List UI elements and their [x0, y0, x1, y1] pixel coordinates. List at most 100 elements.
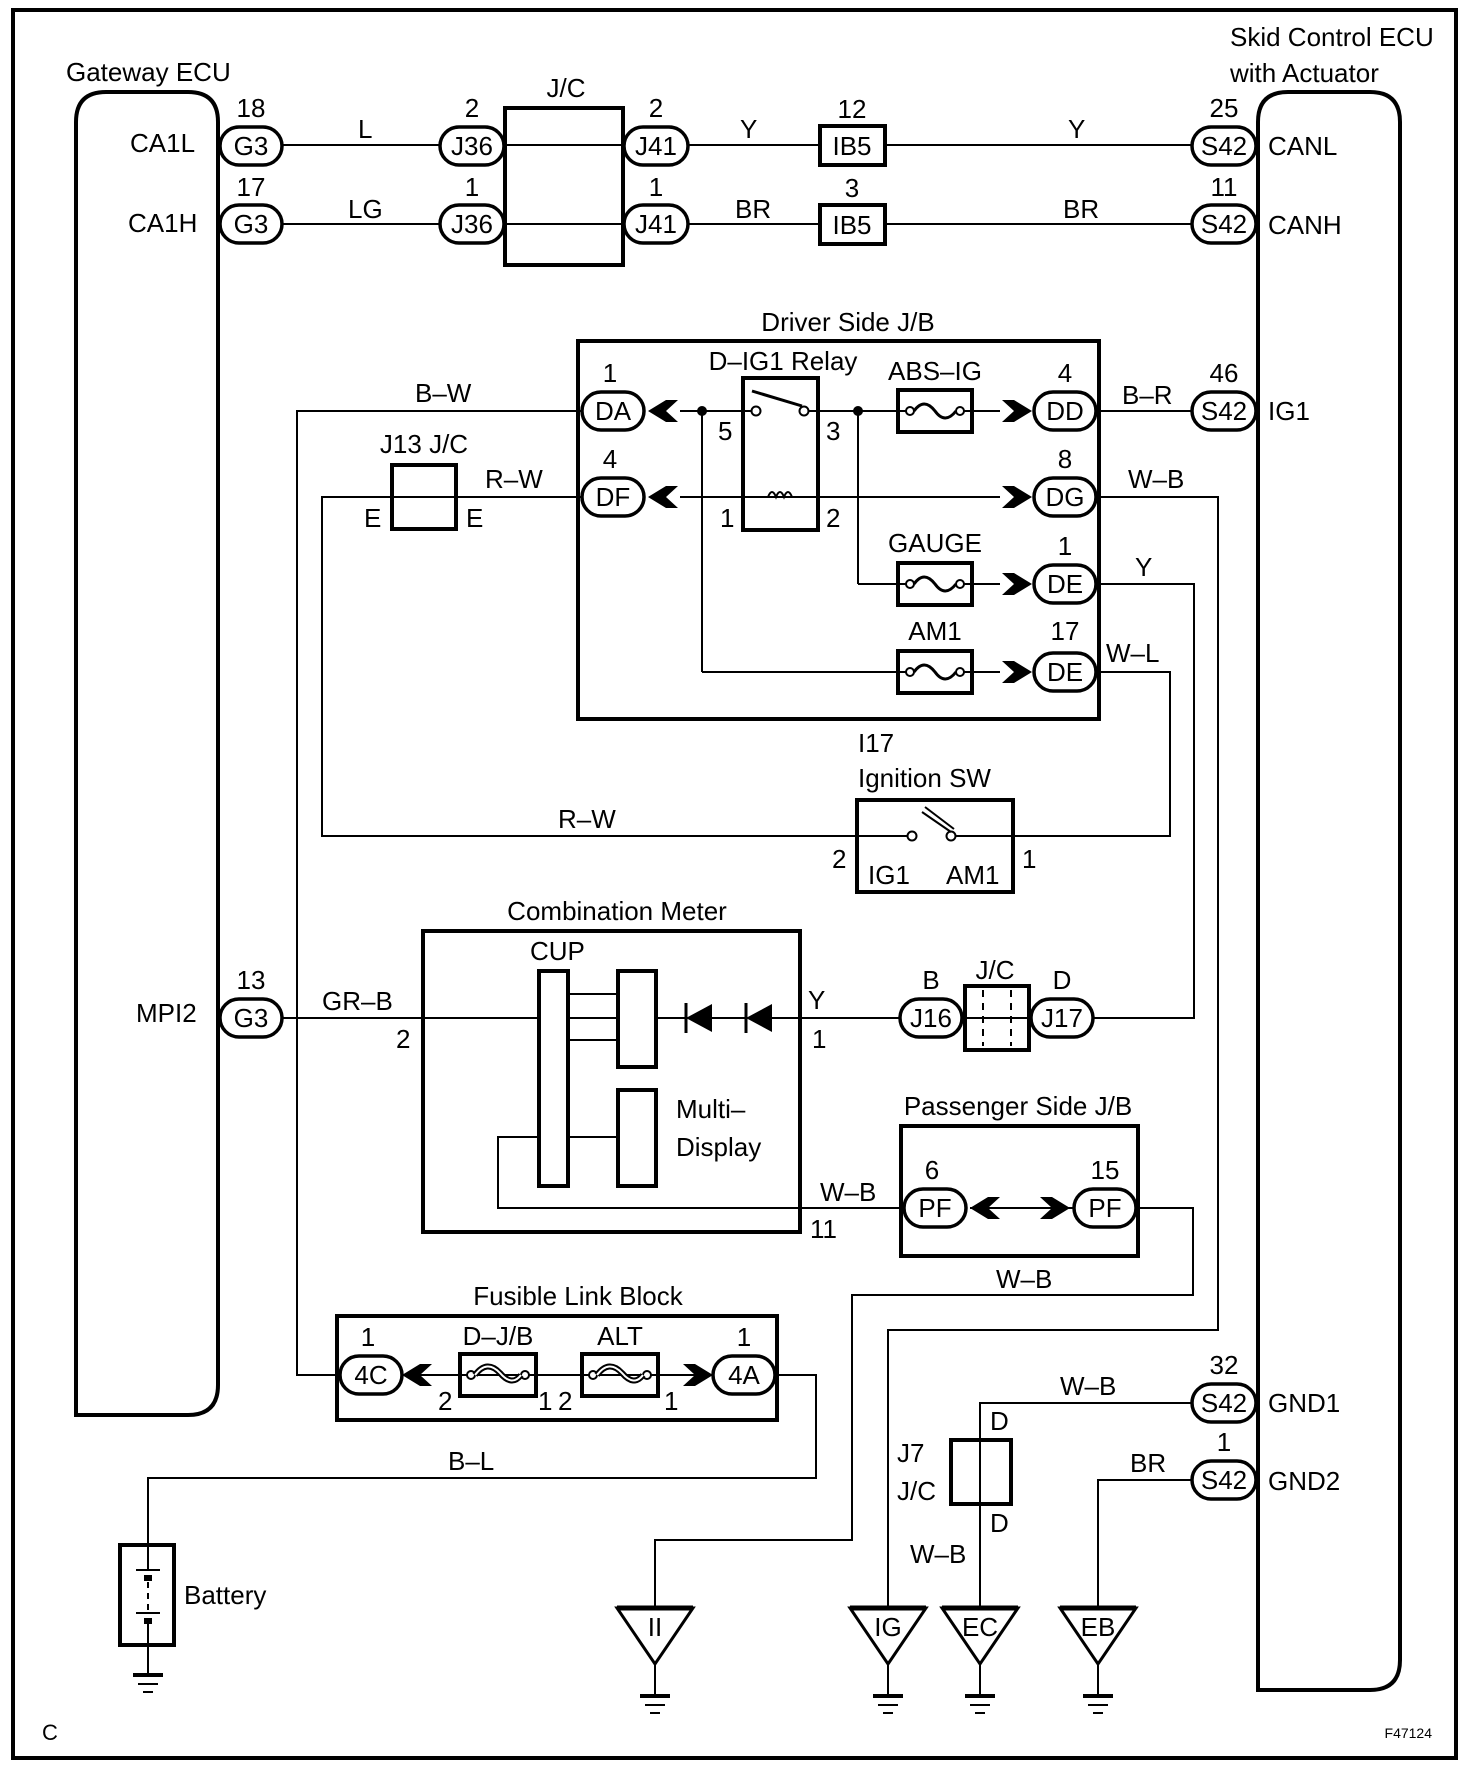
j13-label: J13 J/C	[380, 429, 468, 459]
connector-j16: J16 B	[898, 965, 964, 1039]
male-arrow-icon	[1002, 400, 1032, 422]
wire-w-l-path	[1013, 671, 1171, 837]
connector-j17: J17 D	[1029, 965, 1095, 1039]
battery-icon	[118, 1543, 176, 1675]
multi-display-block	[616, 1088, 658, 1188]
relay-pin-1: 1	[720, 503, 734, 533]
j13-pin-right: E	[466, 503, 483, 533]
fusible-link-box	[335, 1314, 779, 1422]
jc-mid-label: J/C	[976, 955, 1015, 985]
svg-text:S42: S42	[1201, 1388, 1247, 1418]
fusible-link-d-jb-icon	[458, 1352, 538, 1398]
j7-label-2: J/C	[897, 1476, 936, 1506]
ignition-switch-lever-icon	[921, 806, 955, 833]
multi-display-label-2: Display	[676, 1132, 761, 1162]
svg-text:3: 3	[845, 173, 859, 203]
svg-text:1: 1	[465, 172, 479, 202]
wire-w-b-j7: W–B	[910, 1539, 966, 1569]
wire-lg: LG	[348, 194, 383, 224]
svg-text:17: 17	[1051, 616, 1080, 646]
wire-w-b-dg-path	[887, 496, 1219, 1610]
connector-ib5-3: IB5 3	[818, 173, 887, 246]
passenger-jb-box	[899, 1124, 1140, 1258]
fuse-am1-label: AM1	[908, 616, 961, 646]
connector-de-1: DE 1	[1032, 531, 1098, 605]
wire-y-meter: Y	[808, 985, 825, 1015]
connector-ib5-12: IB5 12	[818, 94, 887, 167]
svg-text:J41: J41	[635, 209, 677, 239]
cup-block	[537, 969, 570, 1188]
relay-pin-5: 5	[718, 416, 732, 446]
wire-r-w-1: R–W	[485, 464, 543, 494]
svg-text:18: 18	[237, 93, 266, 123]
svg-text:S42: S42	[1201, 131, 1247, 161]
connector-s42-46: S42 46	[1190, 358, 1258, 432]
meter-pin-11: 11	[810, 1214, 837, 1244]
svg-text:17: 17	[237, 172, 266, 202]
ignition-am1: AM1	[946, 860, 999, 890]
ground-point-ec: EC	[939, 1605, 1021, 1714]
svg-text:IB5: IB5	[832, 131, 871, 161]
terminal-mpi2: MPI2	[136, 998, 197, 1028]
relay-pin-3: 3	[826, 416, 840, 446]
svg-text:2: 2	[465, 93, 479, 123]
relay-pin-2: 2	[826, 503, 840, 533]
svg-text:DF: DF	[596, 482, 631, 512]
fusible-link-title: Fusible Link Block	[473, 1281, 684, 1311]
wire-w-b-gnd1: W–B	[1060, 1371, 1116, 1401]
svg-text:B: B	[922, 965, 939, 995]
male-arrow-icon	[1002, 573, 1032, 595]
ignition-pin-1: 1	[1022, 844, 1036, 874]
battery-label: Battery	[184, 1580, 266, 1610]
wire-b-w: B–W	[415, 378, 472, 408]
diagram-frame	[11, 8, 1458, 1760]
wire-br-2: BR	[1063, 194, 1099, 224]
relay-label: D–IG1 Relay	[709, 346, 858, 376]
connector-4c-1: 4C 1	[338, 1322, 404, 1396]
fusible-link-alt-icon	[580, 1352, 660, 1398]
svg-text:J41: J41	[635, 131, 677, 161]
svg-text:46: 46	[1210, 358, 1239, 388]
fusible-d-jb-label: D–J/B	[463, 1321, 534, 1351]
connector-da-1: DA 1	[580, 358, 646, 432]
connector-g3-13: G3 13	[218, 965, 284, 1039]
fusible-alt-label: ALT	[597, 1321, 643, 1351]
connector-j41-2: J41 2	[622, 93, 690, 167]
wire-w-b-pf15-path	[654, 1207, 1194, 1608]
fusible-pin-1b: 1	[664, 1386, 678, 1416]
skid-ecu-title-1: Skid Control ECU	[1230, 22, 1434, 52]
fusible-pin-2b: 2	[558, 1386, 572, 1416]
svg-text:1: 1	[361, 1322, 375, 1352]
connector-g3-17: G3 17	[218, 172, 284, 245]
meter-module-block	[616, 969, 658, 1069]
svg-text:DE: DE	[1047, 657, 1083, 687]
svg-text:12: 12	[838, 94, 867, 124]
meter-pin-2: 2	[396, 1024, 410, 1054]
svg-text:DD: DD	[1046, 396, 1084, 426]
svg-text:2: 2	[649, 93, 663, 123]
svg-text:1: 1	[603, 358, 617, 388]
ground-point-ii: II	[614, 1605, 696, 1714]
terminal-canl: CANL	[1268, 131, 1337, 161]
connector-df-4: DF 4	[580, 444, 646, 518]
relay-coil-icon	[767, 491, 793, 500]
svg-text:PF: PF	[1088, 1193, 1121, 1223]
multi-display-label-1: Multi–	[676, 1094, 746, 1124]
ignition-pin-2: 2	[832, 844, 846, 874]
wire-y-1: Y	[740, 114, 757, 144]
svg-text:D: D	[1053, 965, 1072, 995]
svg-text:G3: G3	[234, 131, 269, 161]
wire-y-de-path	[1090, 583, 1195, 1019]
svg-text:1: 1	[1058, 531, 1072, 561]
svg-text:25: 25	[1210, 93, 1239, 123]
svg-text:1: 1	[737, 1322, 751, 1352]
connector-pf-6: PF 6	[902, 1155, 968, 1229]
svg-text:DA: DA	[595, 396, 632, 426]
connector-j36-2: J36 2	[438, 93, 506, 167]
j13-pin-left: E	[364, 503, 381, 533]
wire-gr-b: GR–B	[322, 986, 393, 1016]
male-arrow-icon	[1002, 661, 1032, 683]
svg-text:J36: J36	[451, 209, 493, 239]
gateway-ecu-box	[74, 90, 220, 1417]
connector-s42-1: S42 1	[1190, 1427, 1258, 1501]
